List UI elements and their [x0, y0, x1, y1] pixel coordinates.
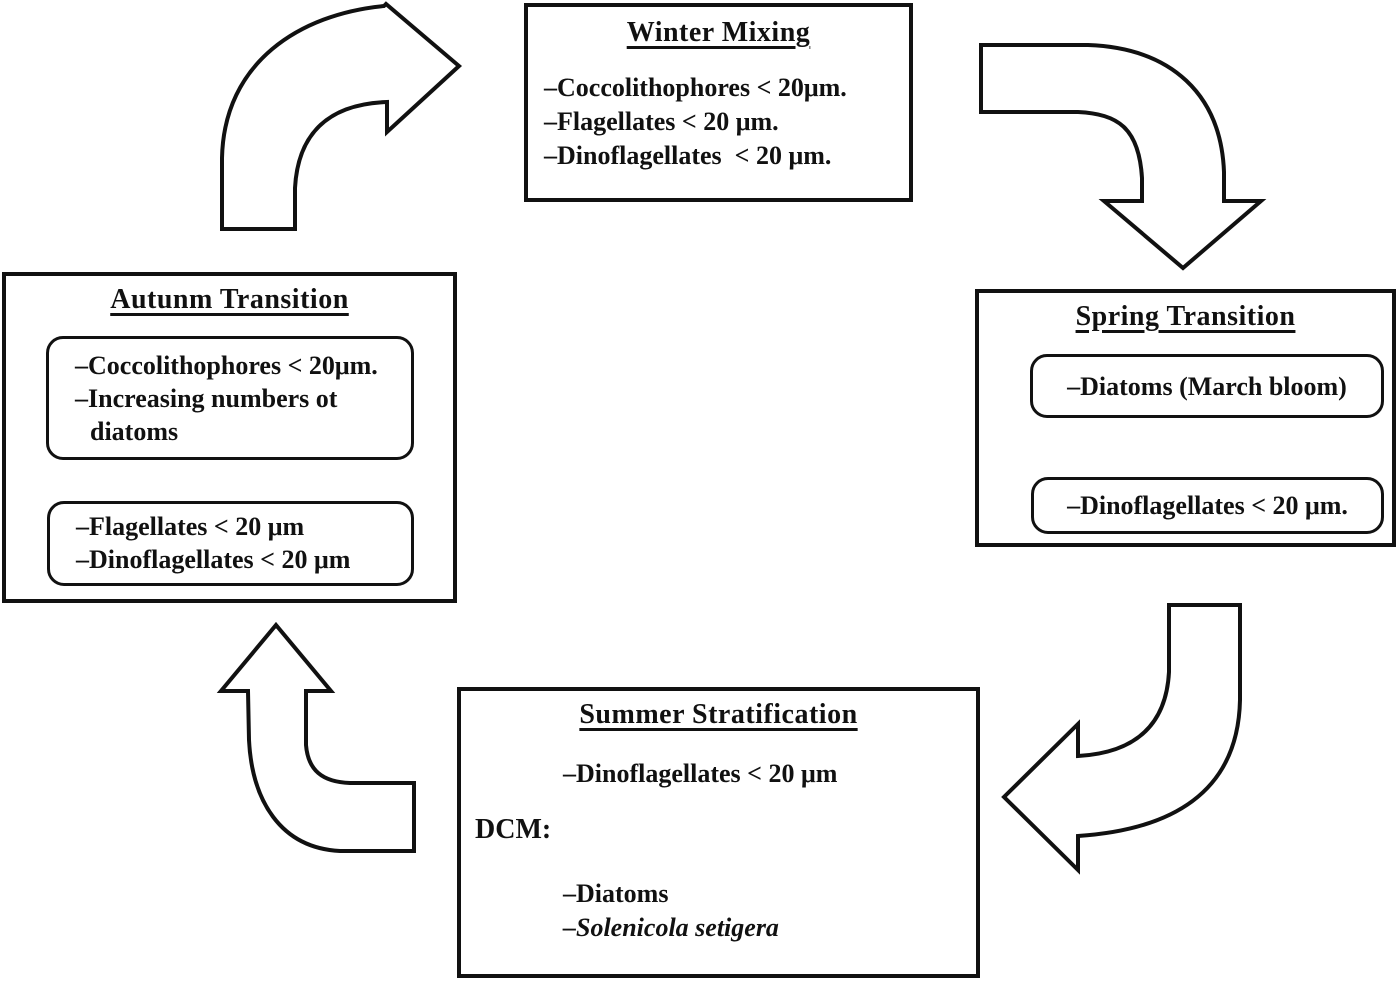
summer-surface-item: –Dinoflagellates < 20 μm — [563, 759, 838, 788]
winter-mixing-box: Winter Mixing –Coccolithophores < 20μm. … — [524, 3, 913, 202]
spring-dinoflagellates-label: –Dinoflagellates < 20 μm. — [1067, 491, 1348, 520]
arrow-autumn-to-winter — [220, 1, 463, 231]
summer-stratification-box: Summer Stratification –Dinoflagellates <… — [457, 687, 980, 978]
summer-title: Summer Stratification — [579, 699, 858, 730]
winter-item: –Coccolithophores < 20μm. — [544, 73, 847, 102]
autumn-upper-item: –Coccolithophores < 20μm. — [75, 351, 378, 380]
autumn-lower-item: –Dinoflagellates < 20 μm — [76, 545, 351, 574]
autumn-transition-box: Autunm Transition –Coccolithophores < 20… — [2, 272, 457, 603]
arrow-summer-to-autumn — [216, 621, 416, 853]
autumn-upper-item: –Increasing numbers ot diatoms — [75, 384, 344, 446]
winter-title: Winter Mixing — [626, 17, 811, 48]
spring-transition-box: Spring Transition –Diatoms (March bloom)… — [975, 289, 1396, 547]
spring-diatoms-box: –Diatoms (March bloom) — [1030, 354, 1384, 418]
winter-item: –Flagellates < 20 μm. — [544, 107, 779, 136]
autumn-title: Autunm Transition — [110, 284, 349, 315]
winter-item: –Dinoflagellates < 20 μm. — [544, 141, 832, 170]
summer-dcm-item: –Diatoms — [563, 879, 669, 908]
spring-title: Spring Transition — [1075, 301, 1296, 332]
summer-dcm-item-species: –Solenicola setigera — [563, 913, 779, 942]
autumn-upper-box: –Coccolithophores < 20μm. –Increasing nu… — [46, 336, 414, 460]
arrow-winter-to-spring — [979, 43, 1267, 271]
arrow-spring-to-summer — [1001, 603, 1242, 875]
spring-diatoms-label: –Diatoms (March bloom) — [1067, 371, 1347, 401]
spring-dinoflagellates-box: –Dinoflagellates < 20 μm. — [1031, 477, 1384, 534]
autumn-lower-box: –Flagellates < 20 μm –Dinoflagellates < … — [47, 501, 414, 586]
winter-list: –Coccolithophores < 20μm. –Flagellates <… — [528, 71, 909, 173]
autumn-lower-item: –Flagellates < 20 μm — [76, 512, 305, 541]
summer-dcm-label: DCM: — [475, 814, 552, 845]
